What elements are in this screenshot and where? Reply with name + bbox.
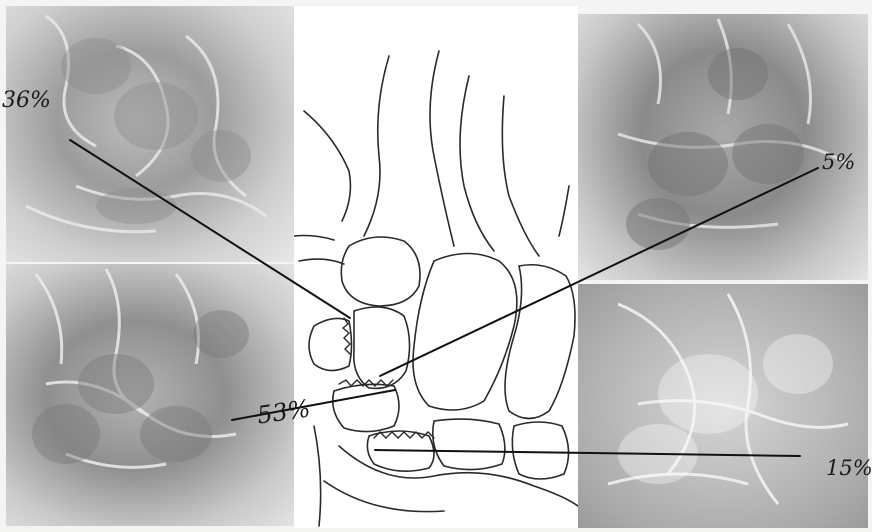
- percentage-label-bottom-right: 15%: [826, 456, 872, 480]
- percentage-label-top-left: 36%: [2, 88, 51, 113]
- pointer-line-bottom-right: [375, 450, 800, 456]
- pointer-line-top-right: [380, 168, 818, 376]
- pointer-line-top-left: [70, 140, 350, 318]
- percentage-label-top-right: 5%: [822, 150, 855, 174]
